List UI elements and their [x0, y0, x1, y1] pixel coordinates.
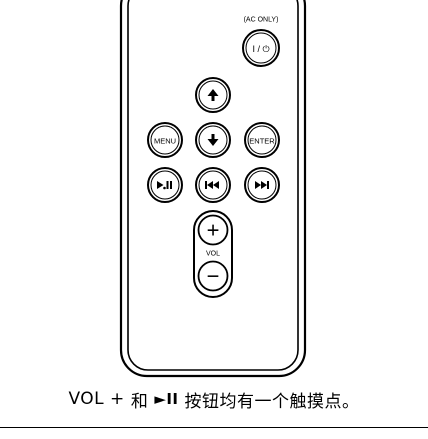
- menu-button[interactable]: MENU: [147, 122, 183, 158]
- bottom-divider: [0, 427, 428, 428]
- previous-track-icon: [205, 181, 219, 189]
- volume-label: VOL: [206, 251, 220, 258]
- play-pause-button[interactable]: [147, 167, 183, 203]
- arrow-up-icon: [207, 89, 219, 101]
- volume-up-button[interactable]: +: [197, 214, 229, 246]
- remote-control-illustration: (AC ONLY) I / ⏻ MENU ENTER: [119, 0, 307, 378]
- up-button[interactable]: [195, 77, 231, 113]
- next-track-icon: [255, 181, 269, 189]
- caption-text: 按钮均有一个触摸点。: [184, 391, 360, 412]
- arrow-down-icon: [207, 134, 219, 146]
- previous-track-button[interactable]: [195, 167, 231, 203]
- remote-body-inner: [127, 0, 299, 371]
- down-button[interactable]: [195, 122, 231, 158]
- power-label: I / ⏻: [252, 44, 269, 54]
- caption-vol-plus: VOL +: [68, 389, 125, 409]
- volume-down-label: −: [207, 264, 220, 289]
- play-pause-icon: [157, 181, 172, 190]
- power-button[interactable]: I / ⏻: [242, 29, 280, 67]
- volume-down-button[interactable]: −: [197, 260, 229, 292]
- enter-label: ENTER: [249, 137, 275, 146]
- volume-up-label: +: [207, 218, 220, 243]
- ac-only-label: (AC ONLY): [244, 17, 279, 24]
- caption-play-pause-symbol: ►II: [154, 390, 179, 408]
- menu-label: MENU: [154, 137, 176, 146]
- enter-button[interactable]: ENTER: [244, 122, 280, 158]
- next-track-button[interactable]: [244, 167, 280, 203]
- caption-and: 和: [130, 391, 149, 412]
- caption: VOL + 和 ►II 按钮均有一个触摸点。: [0, 384, 428, 414]
